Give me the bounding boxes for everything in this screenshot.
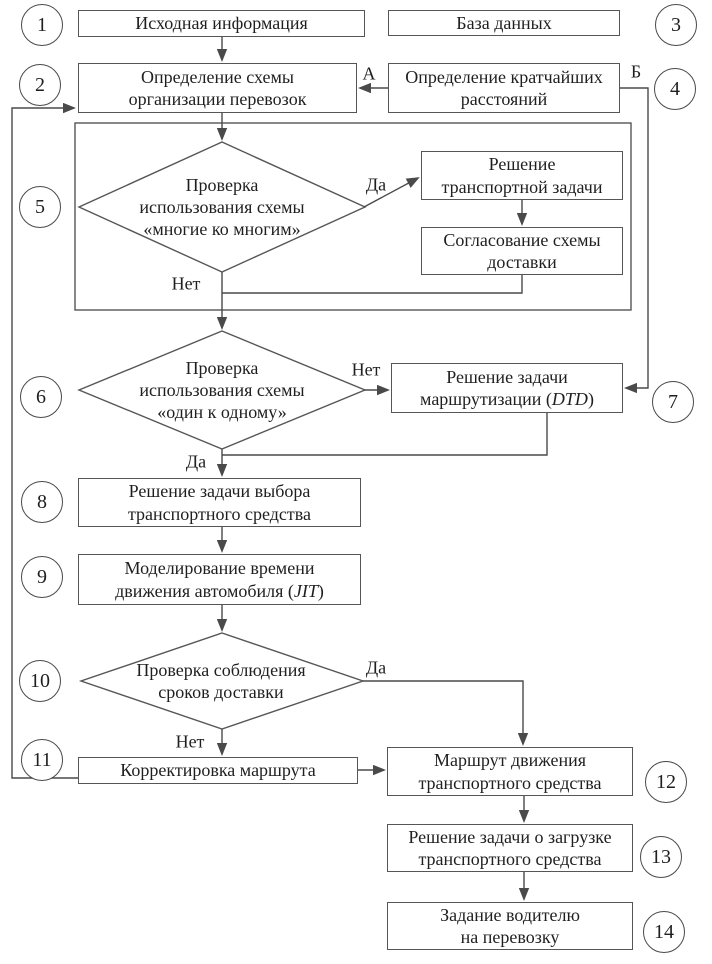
box-vehicle-selection: Решение задачи выбора транспортного сред… — [78, 478, 361, 527]
box-shortest-distances-label: Определение кратчайших расстояний — [405, 66, 603, 109]
step-circle-6: 6 — [20, 376, 62, 418]
box-routing-problem: Решение задачи маршрутизации (DTD) — [391, 363, 623, 413]
label-connector-b: Б — [630, 61, 642, 82]
step-circle-5: 5 — [19, 186, 61, 228]
box-database: База данных — [388, 10, 620, 36]
label-connector-a: А — [362, 63, 376, 84]
box-transport-problem-solution: Решение транспортной задачи — [421, 151, 623, 200]
step-circle-2: 2 — [19, 64, 61, 106]
box-shortest-distances: Определение кратчайших расстояний — [388, 63, 620, 113]
step-circle-4: 4 — [654, 68, 696, 110]
box-transport-scheme-definition: Определение схемы организации перевозок — [78, 63, 357, 113]
box-vehicle-route-label: Маршрут движения транспортного средства — [418, 750, 602, 793]
box-driver-assignment-label: Задание водителю на перевозку — [440, 904, 580, 947]
box-travel-time-modeling-label: Моделирование времени движения автомобил… — [115, 558, 324, 601]
step-circle-1: 1 — [21, 4, 63, 46]
box-route-correction: Корректировка маршрута — [78, 757, 358, 784]
arrow-delivery-terms-yes-to-vehicle-route — [363, 680, 529, 746]
box-transport-scheme-definition-label: Определение схемы организации перевозок — [128, 66, 307, 109]
step-circle-13: 13 — [640, 836, 682, 878]
decision-one-to-one: Проверка использования схемы «один к одн… — [92, 346, 352, 434]
box-vehicle-route: Маршрут движения транспортного средства — [387, 747, 633, 796]
step-circle-3: 3 — [655, 4, 697, 46]
step-circle-11: 11 — [21, 739, 63, 781]
box-routing-problem-label: Решение задачи маршрутизации (DTD) — [420, 366, 594, 409]
box-vehicle-loading: Решение задачи о загрузке транспортного … — [387, 824, 633, 872]
decision-one-to-one-label: Проверка использования схемы «один к одн… — [139, 357, 305, 423]
routing-abbr-dtd: DTD — [551, 389, 588, 409]
box-transport-problem-solution-label: Решение транспортной задачи — [441, 154, 603, 197]
step-circle-8: 8 — [21, 481, 63, 523]
line-routing-return — [222, 413, 548, 456]
label-no-delivery-terms: Нет — [175, 731, 205, 752]
step-circle-10: 10 — [19, 660, 61, 702]
line-agreement-return — [222, 275, 523, 294]
box-delivery-scheme-agreement-label: Согласование схемы доставки — [443, 229, 601, 272]
box-route-correction-label: Корректировка маршрута — [120, 760, 316, 781]
step-circle-9: 9 — [21, 556, 63, 598]
time-modeling-abbr-jit: JIT — [293, 580, 318, 601]
step-circle-14: 14 — [643, 911, 685, 953]
decision-delivery-terms: Проверка соблюдения сроков доставки — [91, 655, 351, 707]
label-no-one-to-one: Нет — [351, 359, 381, 380]
decision-many-to-many: Проверка использования схемы «многие ко … — [92, 163, 352, 251]
box-driver-assignment: Задание водителю на перевозку — [387, 902, 633, 950]
box-delivery-scheme-agreement: Согласование схемы доставки — [421, 227, 623, 275]
label-yes-many-to-many: Да — [365, 174, 387, 195]
decision-delivery-terms-label: Проверка соблюдения сроков доставки — [136, 659, 306, 702]
box-source-information-label: Исходная информация — [135, 13, 308, 34]
label-yes-delivery-terms: Да — [365, 657, 387, 678]
box-source-information: Исходная информация — [78, 10, 365, 37]
box-database-label: База данных — [456, 12, 552, 33]
step-circle-7: 7 — [652, 381, 694, 423]
arrow-many-to-many-yes — [363, 177, 420, 208]
label-yes-one-to-one: Да — [185, 451, 207, 472]
box-vehicle-selection-label: Решение задачи выбора транспортного сред… — [127, 481, 312, 524]
box-vehicle-loading-label: Решение задачи о загрузке транспортного … — [408, 826, 612, 869]
decision-many-to-many-label: Проверка использования схемы «многие ко … — [139, 174, 305, 240]
step-circle-12: 12 — [645, 761, 687, 803]
group-boundary-many-to-many — [74, 122, 632, 311]
label-no-many-to-many: Нет — [171, 273, 201, 294]
box-travel-time-modeling: Моделирование времени движения автомобил… — [78, 554, 361, 605]
arrow-connector-b-to-routing — [620, 87, 649, 394]
